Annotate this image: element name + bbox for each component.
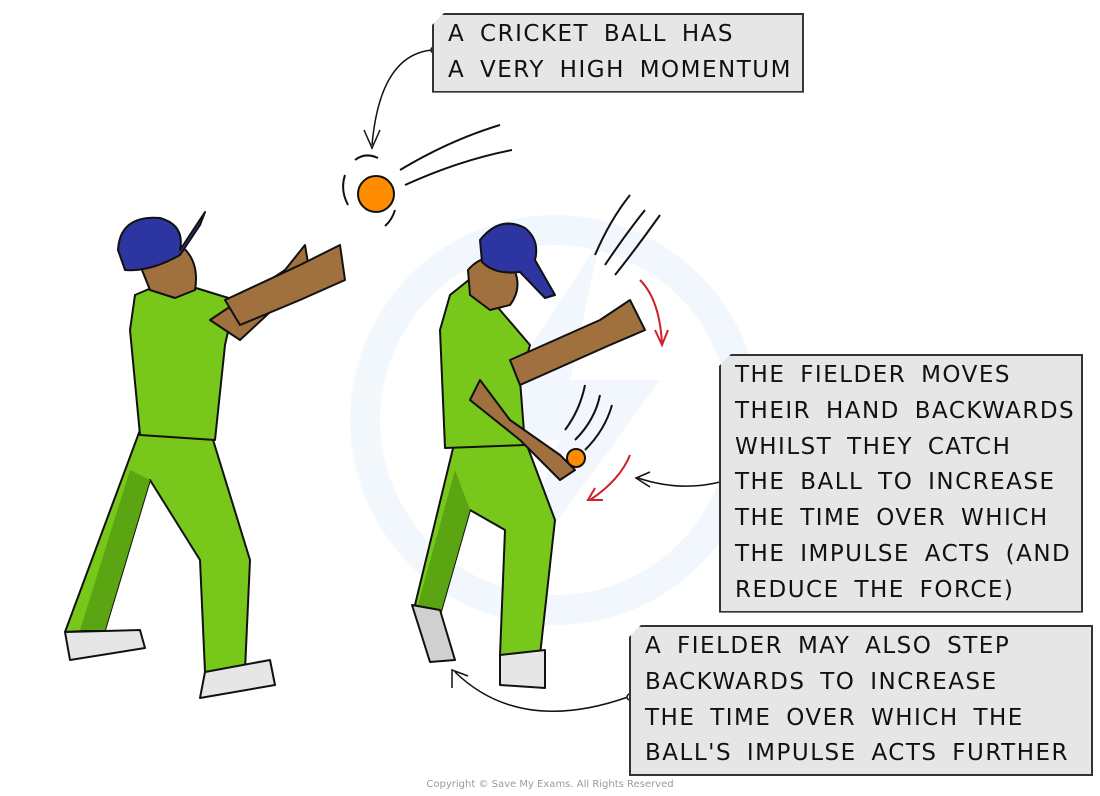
- ball-in-hand: [566, 448, 586, 468]
- shoe-right-2: [499, 649, 546, 689]
- cricket-ball: [342, 124, 513, 227]
- pointer-arrows: [363, 46, 728, 713]
- label-line: THE TIME OVER WHICH: [735, 505, 1049, 532]
- label-line: A FIELDER MAY ALSO STEP: [645, 633, 1011, 659]
- label-line: REDUCE THE FORCE): [735, 576, 1015, 603]
- label-line: A CRICKET BALL HAS: [448, 21, 734, 47]
- shoe-right-1: [411, 604, 456, 663]
- label-line: WHILST THEY CATCH: [735, 433, 1012, 460]
- copyright: Copyright © Save My Exams. All Rights Re…: [426, 779, 674, 790]
- motion-arrows: [586, 279, 669, 501]
- label-line: BALL'S IMPULSE ACTS FURTHER: [645, 740, 1070, 767]
- label-line: THE TIME OVER WHICH THE: [645, 704, 1024, 731]
- arm-right-upper: [509, 299, 646, 386]
- label-line: BACKWARDS TO INCREASE: [645, 668, 998, 695]
- arm-left-2: [224, 244, 346, 326]
- cap-right: [479, 222, 556, 299]
- arm-right-lower: [469, 379, 576, 481]
- label-line: THE BALL TO INCREASE: [735, 469, 1056, 496]
- shoe-left-1: [64, 629, 146, 661]
- label-momentum: A CRICKET BALL HAS A VERY HIGH MOMENTUM: [432, 13, 804, 93]
- label-line: THEIR HAND BACKWARDS: [735, 397, 1076, 424]
- label-line: THE IMPULSE ACTS (AND: [735, 540, 1072, 567]
- watermark-logo: [350, 215, 760, 625]
- label-step-back: A FIELDER MAY ALSO STEP BACKWARDS TO INC…: [629, 625, 1093, 777]
- label-line: A VERY HIGH MOMENTUM: [448, 56, 792, 83]
- label-line: THE FIELDER MOVES: [735, 362, 1011, 388]
- label-fielder-hand: THE FIELDER MOVES THEIR HAND BACKWARDS W…: [719, 354, 1083, 613]
- shirt-left: [129, 279, 236, 441]
- fielder-right: [411, 222, 646, 689]
- shoe-left-2: [199, 659, 276, 699]
- motion-lines: [564, 194, 661, 451]
- cap-left: [117, 211, 206, 272]
- fielder-left: [64, 211, 346, 699]
